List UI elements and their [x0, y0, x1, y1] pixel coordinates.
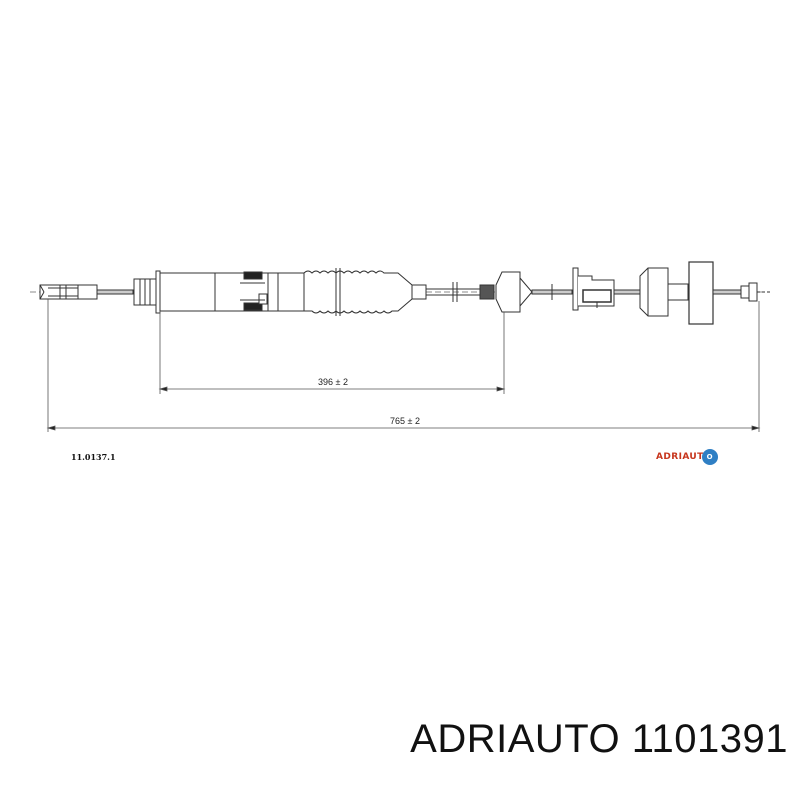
brand-logo-badge-icon: O — [701, 449, 718, 465]
rubber-bellows-boot — [303, 268, 427, 316]
fork-end-fitting — [39, 284, 98, 300]
extension-lines — [47, 299, 760, 432]
damper-block — [688, 261, 714, 325]
mounting-bracket — [572, 267, 615, 311]
part-reference: 11.0137.1 — [71, 452, 116, 462]
brand-logo-text: ADRIAUT — [656, 452, 704, 462]
inner-cable-mid — [531, 284, 573, 300]
outer-housing-tube — [159, 271, 305, 312]
adjuster-sleeve — [133, 270, 161, 314]
inner-cable-end — [712, 289, 742, 295]
end-nipple — [740, 282, 770, 302]
dimension-line-765 — [46, 425, 761, 431]
product-caption: ADRIAUTO 1101391 — [410, 717, 788, 761]
dimension-label-765: 765 ± 2 — [388, 416, 422, 426]
grommet — [479, 271, 545, 313]
inner-cable-right — [613, 289, 641, 295]
dimension-label-396: 396 ± 2 — [316, 377, 350, 387]
bushing — [639, 267, 689, 317]
dimension-line-396 — [158, 386, 506, 392]
outer-cable — [426, 282, 480, 302]
inner-cable-left — [96, 289, 134, 295]
brand-logo: ADRIAUT O — [656, 448, 718, 466]
